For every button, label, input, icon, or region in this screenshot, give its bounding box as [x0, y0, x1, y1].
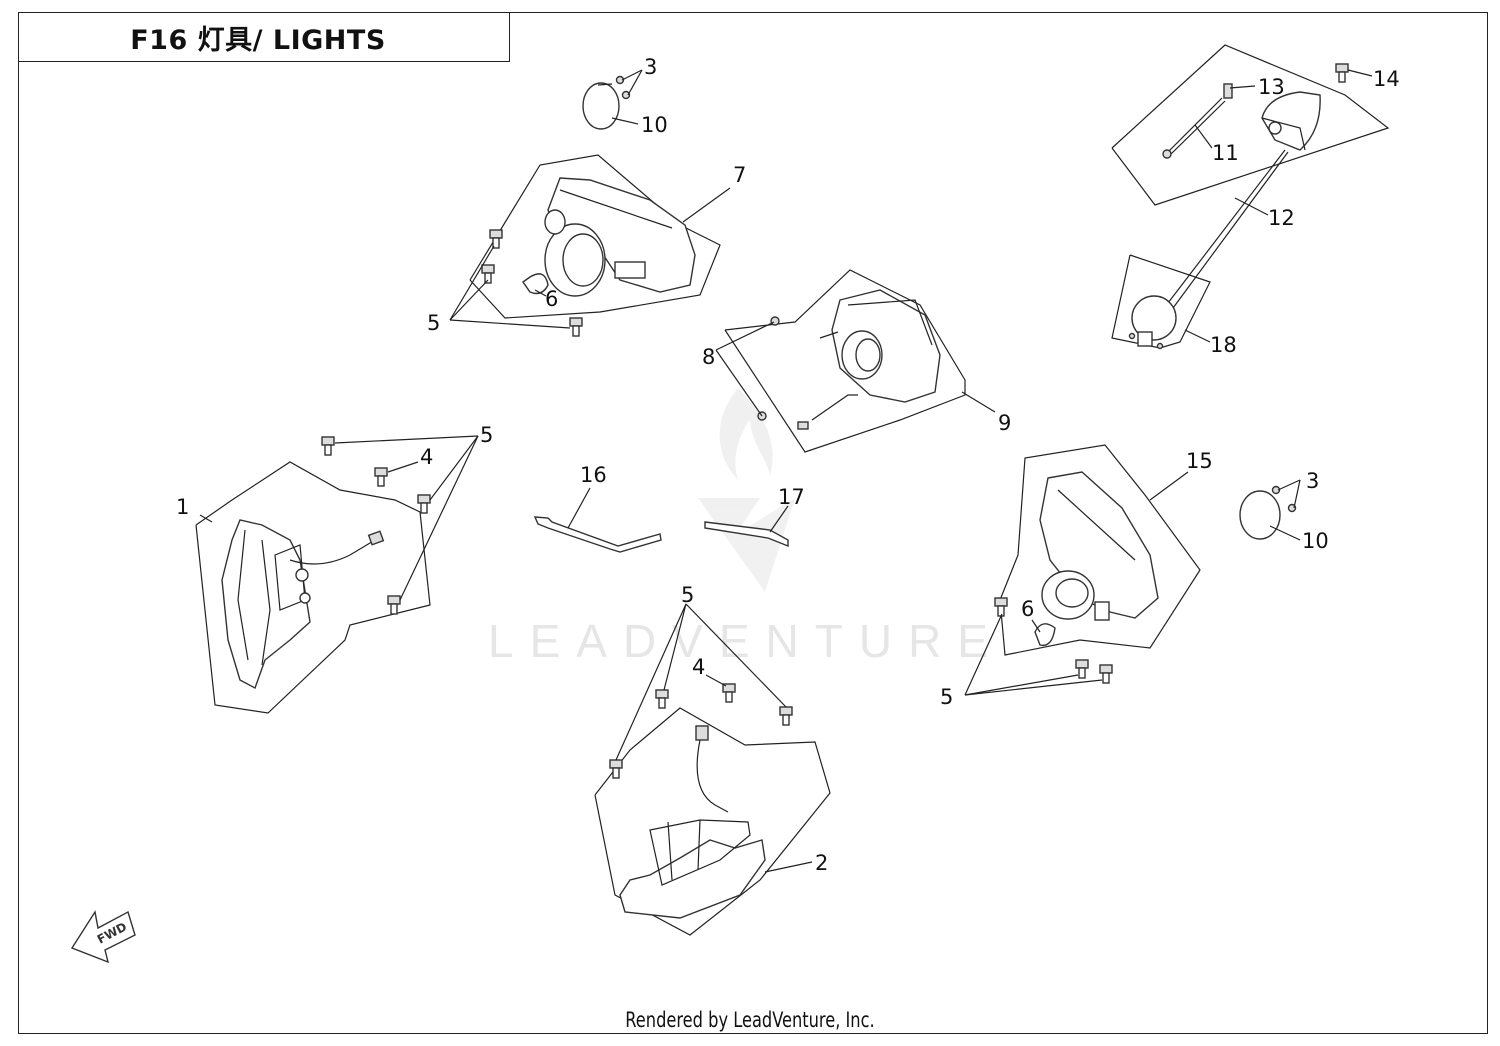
screw-5-right-3[interactable]: [1099, 664, 1113, 684]
bulb-6-right[interactable]: [1034, 623, 1056, 647]
callout-8: 8: [702, 345, 715, 369]
callout-11: 11: [1212, 141, 1239, 165]
part-17-bracket[interactable]: [704, 521, 789, 548]
part-1-front-left-light[interactable]: [195, 461, 431, 714]
callout-1: 1: [176, 495, 189, 519]
drawing-frame: [18, 12, 1488, 1034]
callout-labels: 1 2 3 3 4 4 5 5 5 5 6 6 7 8 9 10 10 11 1…: [176, 55, 1400, 875]
callout-3-right: 3: [1306, 469, 1319, 493]
title-box: F16 灯具/ LIGHTS: [18, 12, 510, 62]
part-7-headlamp-upper[interactable]: [469, 154, 721, 319]
callout-2: 2: [815, 851, 828, 875]
screw-9-bottom[interactable]: [797, 421, 809, 430]
reflector-10-right[interactable]: [1239, 490, 1281, 540]
part-13-bulb[interactable]: [1223, 83, 1233, 99]
part-14-screw[interactable]: [1335, 63, 1349, 83]
part-16-bracket[interactable]: [533, 516, 662, 553]
screw-5-right-1[interactable]: [994, 597, 1008, 617]
callout-5-upper: 5: [427, 311, 440, 335]
reflector-10-upper[interactable]: [582, 82, 620, 130]
screw-5-left-top[interactable]: [321, 436, 335, 456]
callout-17: 17: [778, 485, 805, 509]
screw-4-left[interactable]: [374, 467, 388, 487]
screw-5-upper-2[interactable]: [481, 264, 495, 284]
callout-16: 16: [580, 463, 607, 487]
callout-3-upper: 3: [644, 55, 657, 79]
callout-5-left: 5: [480, 423, 493, 447]
screw-5-bottom-left[interactable]: [655, 689, 669, 709]
page-title: F16 灯具/ LIGHTS: [130, 24, 386, 56]
callout-10-upper: 10: [641, 113, 668, 137]
callout-10-right: 10: [1302, 529, 1329, 553]
screw-4-bottom[interactable]: [722, 683, 736, 703]
callout-6-right: 6: [1021, 597, 1034, 621]
callout-4-left: 4: [420, 445, 433, 469]
callout-9: 9: [998, 411, 1011, 435]
part-18-license-plate-mount[interactable]: [1111, 254, 1211, 350]
callout-15: 15: [1186, 449, 1213, 473]
callout-6-upper: 6: [545, 287, 558, 311]
nut-3-right[interactable]: [1271, 485, 1297, 513]
screw-5-left-bottom[interactable]: [387, 595, 401, 615]
callout-5-right: 5: [940, 685, 953, 709]
screw-5-bottom-right[interactable]: [779, 706, 793, 726]
screw-5-upper-1[interactable]: [489, 229, 503, 249]
watermark-logo: [698, 388, 795, 592]
part-12-license-lamp[interactable]: [1111, 44, 1390, 324]
screw-5-right-2[interactable]: [1075, 659, 1089, 679]
part-9-center-light[interactable]: [724, 269, 966, 453]
part-15-headlamp-right[interactable]: [999, 444, 1201, 656]
fwd-arrow-icon: FWD: [70, 910, 136, 964]
callout-5-bottom: 5: [681, 583, 694, 607]
callout-18: 18: [1210, 333, 1237, 357]
screw-5-left-mid[interactable]: [417, 494, 431, 514]
part-2-front-right-light[interactable]: [594, 707, 831, 936]
grommet-8-top[interactable]: [770, 316, 780, 326]
bulb-6-upper[interactable]: [522, 273, 549, 295]
callout-12: 12: [1268, 206, 1295, 230]
callout-7: 7: [733, 163, 746, 187]
screw-5-bottom-far-left[interactable]: [609, 759, 623, 779]
footer-credit: Rendered by LeadVenture, Inc.: [625, 1008, 875, 1032]
screw-5-upper-3[interactable]: [569, 317, 583, 337]
callout-4-bottom: 4: [692, 655, 705, 679]
nut-3-upper[interactable]: [615, 75, 631, 100]
callout-14: 14: [1373, 67, 1400, 91]
callout-13: 13: [1258, 75, 1285, 99]
